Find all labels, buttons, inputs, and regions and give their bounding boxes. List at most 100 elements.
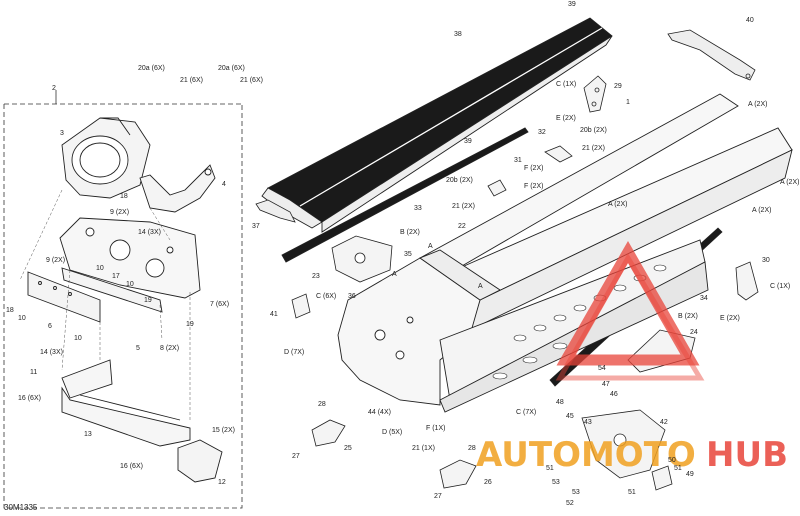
callout-c29: 29 xyxy=(614,83,622,90)
callout-c51c: 51 xyxy=(628,489,636,496)
part-41-bracket xyxy=(291,293,311,319)
callout-cF1x: F (1X) xyxy=(426,425,445,432)
callout-c48: 48 xyxy=(556,399,564,406)
callout-c1: 1 xyxy=(626,99,630,106)
part-31-bracket xyxy=(487,179,507,197)
callout-cB2x_b: B (2X) xyxy=(678,313,698,320)
callout-cA_b: A xyxy=(392,271,397,278)
callout-c6: 6 xyxy=(48,323,52,330)
part-25-block xyxy=(311,419,346,447)
callout-c46: 46 xyxy=(610,391,618,398)
part-29-bracket xyxy=(583,75,607,113)
callout-c34: 34 xyxy=(700,295,708,302)
callout-c39a: 39 xyxy=(568,1,576,8)
callout-c21_6x_b: 21 (6X) xyxy=(240,77,263,84)
callout-c23: 23 xyxy=(312,273,320,280)
callout-cD7x: D (7X) xyxy=(284,349,304,356)
callout-c21_2x_b: 21 (2X) xyxy=(452,203,475,210)
watermark-logo: AUTOMOTO HUB xyxy=(476,240,788,475)
callout-c15_2x: 15 (2X) xyxy=(212,427,235,434)
callout-c43: 43 xyxy=(584,419,592,426)
callout-c35: 35 xyxy=(404,251,412,258)
callout-c38: 38 xyxy=(454,31,462,38)
callout-c16_6x_a: 16 (6X) xyxy=(18,395,41,402)
left-assembly-leader-lines xyxy=(19,189,191,420)
callout-c42: 42 xyxy=(660,419,668,426)
callout-c10c: 10 xyxy=(18,315,26,322)
callout-cA_c: A xyxy=(478,283,483,290)
callout-c14_3x_b: 14 (3X) xyxy=(40,349,63,356)
callout-c10a: 10 xyxy=(96,265,104,272)
part-33-rail xyxy=(281,127,529,263)
figure-reference-code: 30M1335 xyxy=(4,503,38,512)
callout-c19b: 19 xyxy=(186,321,194,328)
part-38-running-board xyxy=(261,17,613,233)
callout-c50: 50 xyxy=(668,457,676,464)
part-49-bracket xyxy=(651,465,673,491)
callout-c9_2x_b: 9 (2X) xyxy=(46,257,65,264)
callout-c49: 49 xyxy=(686,471,694,478)
part-42-bracket xyxy=(581,409,666,479)
callout-c28b: 28 xyxy=(468,445,476,452)
callout-c21_2x_a: 21 (2X) xyxy=(582,145,605,152)
callout-cA2x_d: A (2X) xyxy=(780,179,799,186)
callout-c37: 37 xyxy=(252,223,260,230)
callout-cB2x_a: B (2X) xyxy=(400,229,420,236)
callout-c7_6x: 7 (6X) xyxy=(210,301,229,308)
callout-c36: 36 xyxy=(348,293,356,300)
callout-cC7x: C (7X) xyxy=(516,409,536,416)
callout-c12: 12 xyxy=(218,479,226,486)
callout-c25: 25 xyxy=(344,445,352,452)
callout-c27b: 27 xyxy=(434,493,442,500)
callout-c10b: 10 xyxy=(126,281,134,288)
callout-c18a: 18 xyxy=(120,193,128,200)
callout-c45: 45 xyxy=(566,413,574,420)
callout-c30: 30 xyxy=(762,257,770,264)
callout-c26: 26 xyxy=(484,479,492,486)
callout-c52: 52 xyxy=(566,500,574,507)
callout-c22: 22 xyxy=(458,223,466,230)
callout-c47: 47 xyxy=(602,381,610,388)
callout-c24: 24 xyxy=(690,329,698,336)
callout-c5: 5 xyxy=(136,345,140,352)
callout-c53a: 53 xyxy=(552,479,560,486)
part-3-front-hoop xyxy=(61,117,151,199)
callout-cE2x_a: E (2X) xyxy=(556,115,576,122)
part-32-bracket xyxy=(544,145,573,163)
callout-c51b: 51 xyxy=(674,465,682,472)
callout-c53b: 53 xyxy=(572,489,580,496)
callout-c54: 54 xyxy=(598,365,606,372)
callout-c27a: 27 xyxy=(292,453,300,460)
callout-c17: 17 xyxy=(112,273,120,280)
callout-c31: 31 xyxy=(514,157,522,164)
callout-cC6x: C (6X) xyxy=(316,293,336,300)
callout-c21_6x_a: 21 (6X) xyxy=(180,77,203,84)
watermark-word-left: AUTOMOTO xyxy=(476,435,696,475)
callout-c28a: 28 xyxy=(318,401,326,408)
callout-cF2x_a: F (2X) xyxy=(524,165,543,172)
callout-cD5x: D (5X) xyxy=(382,429,402,436)
callout-c20b_2x_b: 20b (2X) xyxy=(446,177,473,184)
callout-c2: 2 xyxy=(52,85,56,92)
part-13-lower-plate xyxy=(61,359,191,447)
callout-c8_2x: 8 (2X) xyxy=(160,345,179,352)
callout-c18b: 18 xyxy=(6,307,14,314)
callout-cC1x: C (1X) xyxy=(556,81,576,88)
part-40-bracket xyxy=(667,29,756,81)
callout-c32: 32 xyxy=(538,129,546,136)
callout-c20b_2x_a: 20b (2X) xyxy=(580,127,607,134)
callout-c9_2x_a: 9 (2X) xyxy=(110,209,129,216)
callout-c20a6x_a: 20a (6X) xyxy=(138,65,165,72)
part-12-bracket xyxy=(177,439,223,483)
part-1-tunnel xyxy=(418,93,793,331)
callout-c41: 41 xyxy=(270,311,278,318)
callout-cA_a: A xyxy=(428,243,433,250)
callout-cA2x_c: A (2X) xyxy=(752,207,771,214)
callout-c39b: 39 xyxy=(464,138,472,145)
watermark-word-right: HUB xyxy=(706,435,788,475)
callout-c40: 40 xyxy=(746,17,754,24)
callout-c14_3x_a: 14 (3X) xyxy=(138,229,161,236)
callout-c44_4x: 44 (4X) xyxy=(368,409,391,416)
